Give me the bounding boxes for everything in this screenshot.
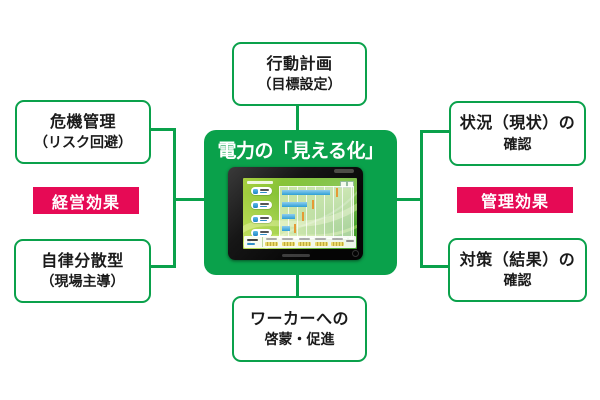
pill-text-placeholder (259, 231, 269, 233)
connector-line (420, 130, 451, 133)
connector-line (296, 272, 299, 298)
screen-list-pill (251, 229, 272, 237)
pill-text-placeholder (259, 217, 269, 219)
tablet-screen (243, 178, 357, 249)
node-sublabel: 啓蒙・促進 (264, 331, 335, 348)
connector-line (420, 265, 451, 268)
badge-management-effect-right: 管理効果 (457, 187, 573, 213)
tablet-device (228, 167, 363, 260)
node-sublabel: （リスク回避） (34, 134, 132, 151)
chart-bar-row (282, 188, 348, 197)
chart-bar-row (282, 212, 348, 221)
pill-device-icon (252, 188, 258, 194)
node-autonomous-decentralized: 自律分散型 （現場主導） (14, 239, 151, 303)
node-label: 状況（現状）の (459, 115, 576, 132)
screen-list-pill (251, 215, 272, 223)
node-sublabel: 確認 (503, 135, 532, 152)
node-label: 対策（結果）の (459, 251, 576, 269)
node-sublabel: （目標設定） (257, 76, 342, 93)
toolbar-status-widget (245, 237, 263, 247)
node-sublabel: （現場主導） (40, 273, 125, 290)
node-crisis-management: 危機管理 （リスク回避） (15, 100, 151, 164)
node-action-plan: 行動計画 （目標設定） (232, 42, 367, 106)
node-label: 危機管理 (49, 113, 116, 131)
node-sublabel: 確認 (503, 272, 532, 289)
toolbar-meter-group (265, 237, 280, 247)
center-title: 電力の「見える化」 (217, 141, 384, 162)
toolbar-meter-group (281, 237, 296, 247)
node-status-check: 状況（現状）の 確認 (449, 101, 586, 166)
connector-line (394, 198, 423, 201)
toolbar-meter-group (331, 237, 346, 247)
node-countermeasure-check: 対策（結果）の 確認 (448, 238, 587, 302)
node-label: 自律分散型 (41, 252, 124, 270)
center-panel: 電力の「見える化」 (204, 130, 397, 275)
chart-bar (282, 226, 290, 231)
pill-value-placeholder (259, 233, 267, 235)
pill-value-placeholder (259, 191, 267, 193)
chart-target-marker (301, 212, 304, 221)
screen-bottom-toolbar (244, 236, 356, 248)
chart-target-marker (336, 188, 339, 197)
connector-line (173, 198, 207, 201)
home-button-icon (352, 250, 359, 257)
pill-device-icon (252, 230, 258, 236)
chart-bar (282, 190, 330, 195)
screen-bar-chart (279, 186, 354, 239)
chart-bar-row (282, 200, 348, 209)
chart-target-marker (312, 200, 315, 209)
pill-value-placeholder (259, 219, 267, 221)
screen-list-pill (251, 187, 272, 195)
chart-bar-row (282, 224, 348, 233)
pill-text-placeholder (259, 189, 269, 191)
screen-titlebar-text-placeholder (247, 181, 273, 184)
screen-list-pill (251, 201, 272, 209)
speaker-grille-icon (334, 169, 354, 173)
badge-management-effect-left: 経営効果 (33, 187, 139, 214)
node-label: 行動計画 (266, 55, 333, 73)
brand-logo (281, 253, 310, 257)
toolbar-end-text-placeholder (345, 237, 357, 247)
chart-bar (282, 214, 296, 219)
connector-line (145, 265, 176, 268)
pill-text-placeholder (259, 203, 269, 205)
chart-target-marker (293, 224, 296, 233)
connector-line (296, 100, 299, 133)
pill-value-placeholder (259, 205, 267, 207)
node-worker-enlightenment: ワーカーへの 啓蒙・促進 (232, 296, 367, 362)
chart-bar (282, 202, 308, 207)
toolbar-meter-group (298, 237, 313, 247)
pill-device-icon (252, 216, 258, 222)
connector-line (145, 128, 176, 131)
node-label: ワーカーへの (249, 310, 349, 328)
pill-device-icon (252, 202, 258, 208)
toolbar-meter-group (314, 237, 329, 247)
